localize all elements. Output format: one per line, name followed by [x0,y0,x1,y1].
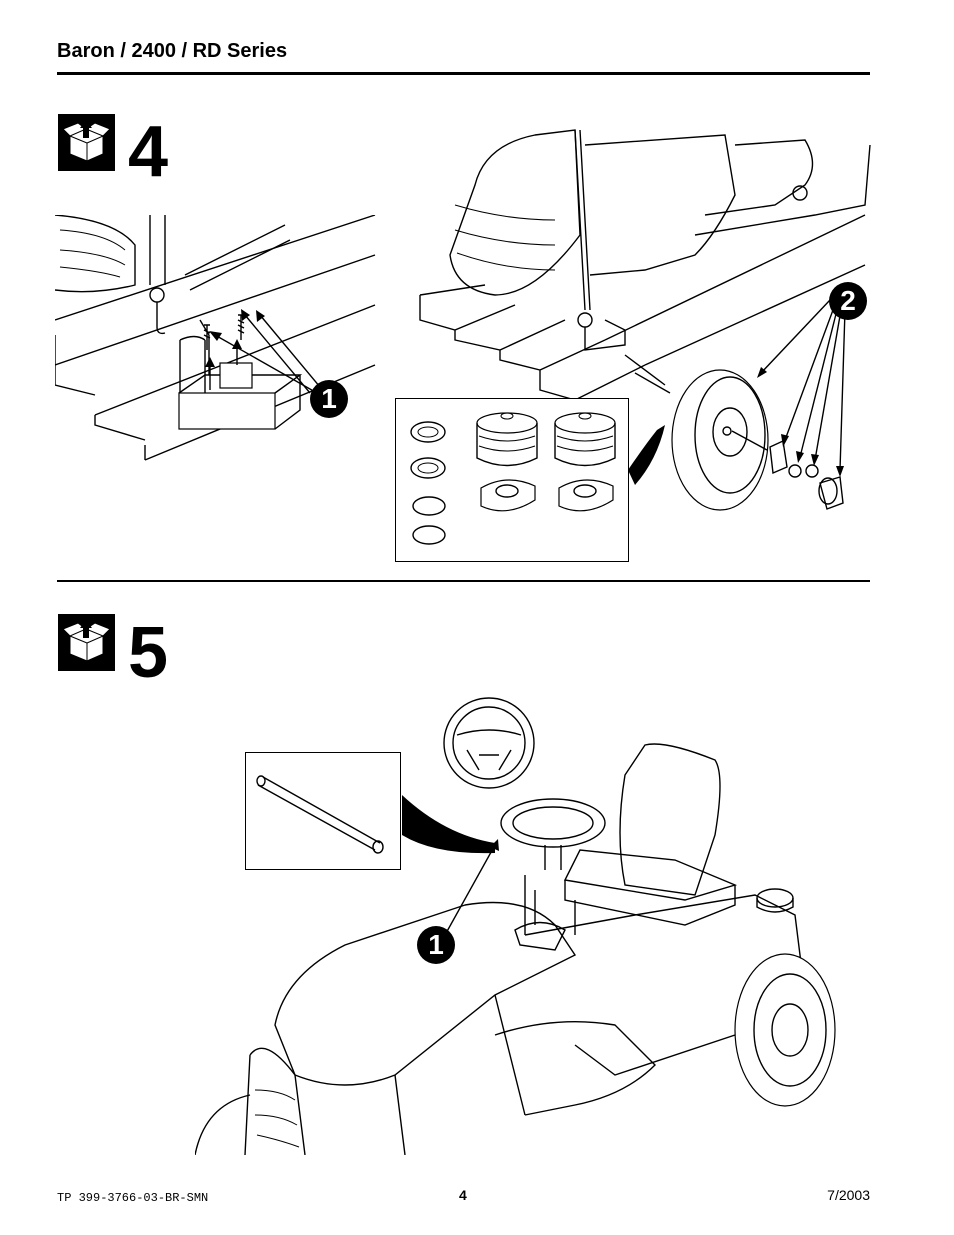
callout-2: 2 [829,282,867,320]
page-title: Baron / 2400 / RD Series [57,40,288,62]
callout-1: 1 [417,926,455,964]
parts-inset [395,398,629,562]
page-number: 4 [459,1187,467,1203]
hitch-mount-illustration [55,215,376,461]
publication-date: 7/2003 [827,1187,870,1203]
header-rule [57,72,870,75]
callout-1: 1 [310,380,348,418]
document-code: TP 399-3766-03-BR-SMN [57,1191,209,1205]
wheel-install-illustration [419,129,871,511]
section-rule [57,580,870,582]
box-parts-icon [58,614,115,671]
step-number: 5 [128,613,169,693]
step-number: 4 [128,112,169,192]
tractor-steering-illustration [195,697,836,1155]
box-parts-icon [58,114,115,171]
